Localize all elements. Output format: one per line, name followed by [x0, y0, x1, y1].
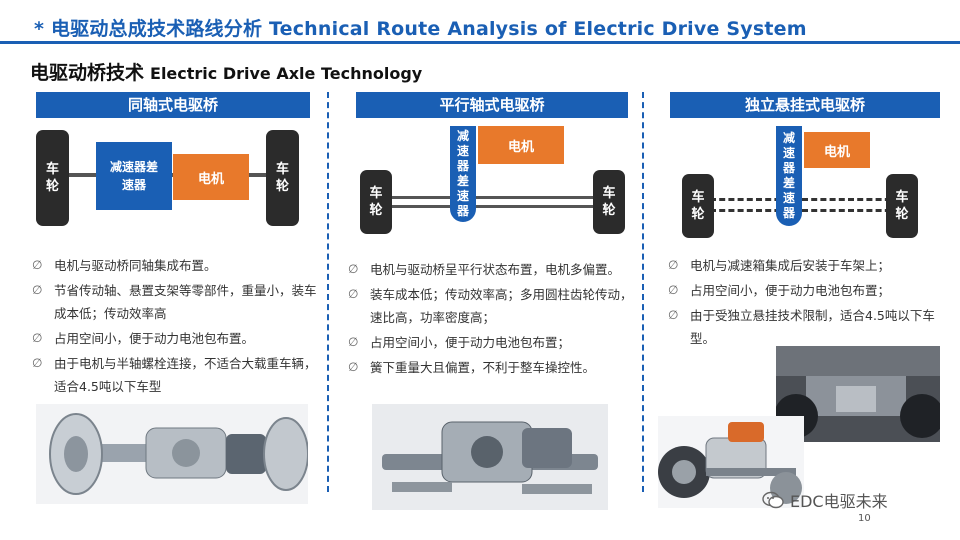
axle-shaft: [386, 196, 601, 208]
motor-box: 电机: [804, 132, 870, 168]
coaxial-diagram: 车轮 车轮 减速器差速器 电机: [36, 126, 310, 226]
left-wheel: 车轮: [36, 130, 69, 226]
section-title-cn: 电驱动桥技术: [30, 62, 145, 84]
title-divider: [0, 41, 960, 44]
wechat-icon: [762, 491, 784, 509]
list-item: ∅占用空间小，便于动力电池包布置；: [348, 335, 571, 350]
independent-suspension-diagram: 车轮 车轮 减速器差速器 电机: [670, 126, 940, 238]
list-item: ∅装车成本低；传动效率高；多用圆柱齿轮传动，速比高，功率密度高；: [348, 287, 633, 325]
parallel-axle-photo: [372, 404, 608, 510]
watermark: EDC电驱未来: [762, 488, 888, 512]
right-wheel: 车轮: [593, 170, 625, 234]
column-3-title: 独立悬挂式电驱桥: [670, 92, 940, 118]
list-item: ∅由于电机与半轴螺栓连接，不适合大载重车辆，适合4.5吨以下车型: [32, 356, 317, 394]
coaxial-axle-photo: [36, 404, 308, 504]
right-wheel: 车轮: [886, 174, 918, 238]
column-1-bullets: ∅电机与驱动桥同轴集成布置。 ∅节省传动轴、悬置支架等零部件，重量小，装车成本低…: [32, 254, 322, 400]
right-wheel: 车轮: [266, 130, 299, 226]
parallel-axis-diagram: 车轮 车轮 减速器差速器 电机: [356, 126, 628, 236]
reducer-differential-box: 减速器差速器: [450, 126, 476, 222]
page-number: 10: [858, 513, 871, 524]
reducer-differential-box: 减速器差速器: [776, 126, 802, 226]
left-wheel: 车轮: [360, 170, 392, 234]
list-item: ∅由于受独立悬挂技术限制，适合4.5吨以下车型。: [668, 308, 935, 346]
list-item: ∅节省传动轴、悬置支架等零部件，重量小，装车成本低；传动效率高: [32, 283, 317, 321]
left-wheel: 车轮: [682, 174, 714, 238]
column-3-bullets: ∅电机与减速箱集成后安装于车架上； ∅占用空间小，便于动力电池包布置； ∅由于受…: [668, 254, 946, 352]
section-title: 电驱动桥技术 Electric Drive Axle Technology: [30, 58, 422, 85]
column-2-bullets: ∅电机与驱动桥呈平行状态布置，电机多偏置。 ∅装车成本低；传动效率高；多用圆柱齿…: [348, 258, 638, 381]
list-item: ∅电机与减速箱集成后安装于车架上；: [668, 258, 891, 273]
list-item: ∅占用空间小，便于动力电池包布置；: [668, 283, 891, 298]
column-divider: [642, 92, 644, 492]
motor-box: 电机: [478, 126, 564, 164]
list-item: ∅电机与驱动桥同轴集成布置。: [32, 258, 217, 273]
watermark-text: EDC电驱未来: [790, 492, 888, 511]
column-1-title: 同轴式电驱桥: [36, 92, 310, 118]
list-item: ∅电机与驱动桥呈平行状态布置，电机多偏置。: [348, 262, 621, 277]
motor-box: 电机: [173, 154, 249, 200]
axle-shaft: [66, 173, 278, 177]
page-title: * 电驱动总成技术路线分析 Technical Route Analysis o…: [34, 18, 807, 40]
list-item: ∅占用空间小，便于动力电池包布置。: [32, 331, 255, 346]
reducer-differential-box: 减速器差速器: [96, 142, 172, 210]
list-item: ∅簧下重量大且偏置，不利于整车操控性。: [348, 360, 596, 375]
section-title-en: Electric Drive Axle Technology: [150, 64, 423, 83]
suspension-drive-photo: [658, 416, 804, 508]
axle-shaft: [710, 198, 900, 212]
column-2-title: 平行轴式电驱桥: [356, 92, 628, 118]
column-divider: [327, 92, 329, 492]
